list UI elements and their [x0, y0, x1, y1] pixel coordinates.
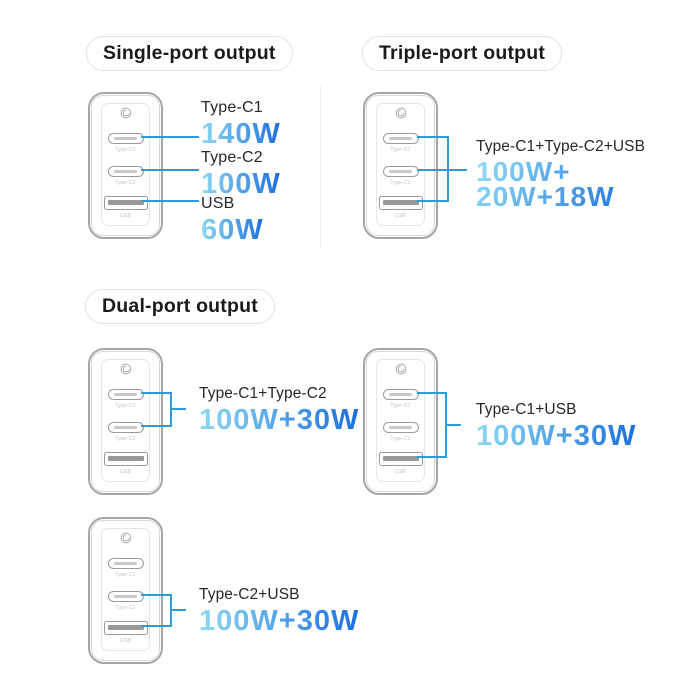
watt-value: 100W+30W — [199, 404, 360, 436]
usb-port-label: USB — [120, 213, 131, 219]
triple-combo-block: Type-C1+Type-C2+USB 100W+ 20W+18W — [476, 138, 645, 209]
connector-line — [417, 169, 467, 171]
type-c2-port-label: Type-C2 — [115, 605, 136, 611]
connector-line — [141, 625, 172, 627]
connector-line — [417, 392, 447, 394]
port-name: Type-C2 — [201, 149, 263, 166]
connector-bracket — [447, 136, 449, 202]
port-name: USB — [201, 195, 235, 212]
charger-rim — [91, 520, 160, 661]
connector-line — [141, 136, 199, 138]
connector-line — [141, 392, 172, 394]
heading-single-port-label: Single-port output — [103, 42, 276, 64]
connector-stub — [170, 408, 186, 410]
combo-name: Type-C1+Type-C2 — [199, 385, 327, 402]
connector-line — [417, 200, 449, 202]
type-c1-port-label: Type-C1 — [115, 147, 136, 153]
heading-single-port: Single-port output — [86, 36, 293, 71]
connector-stub — [445, 424, 461, 426]
section-divider — [320, 86, 321, 248]
type-c1-port-label: Type-C1 — [390, 403, 411, 409]
type-c1-port — [382, 133, 419, 144]
charger-illustration-dual-left: Type-C1 Type-C2 USB — [88, 348, 163, 495]
heading-triple-port-label: Triple-port output — [379, 42, 546, 64]
watt-value: 100W+30W — [476, 420, 637, 452]
charger-port-panel — [376, 359, 425, 482]
usb-port — [103, 452, 148, 466]
type-c2-port — [382, 422, 419, 433]
combo-name: Type-C2+USB — [199, 586, 300, 603]
charger-illustration-triple: Type-C1 Type-C2 USB — [363, 92, 438, 239]
heading-triple-port: Triple-port output — [362, 36, 563, 71]
single-row-c1: Type-C1 140W — [201, 99, 281, 151]
brand-swirl-icon — [120, 532, 131, 544]
type-c1-port — [107, 389, 144, 400]
usb-port — [378, 196, 423, 210]
type-c2-port-label: Type-C2 — [390, 180, 411, 186]
usb-port-label: USB — [395, 213, 406, 219]
brand-swirl-icon — [120, 363, 131, 375]
watt-value: 100W — [201, 168, 281, 200]
type-c2-port — [107, 422, 144, 433]
charger-illustration-dual-bottom: Type-C1 Type-C2 USB — [88, 517, 163, 664]
type-c1-port — [107, 133, 144, 144]
charger-port-panel — [376, 103, 425, 226]
charger-rim — [91, 351, 160, 492]
type-c1-port-label: Type-C1 — [115, 572, 136, 578]
usb-port — [103, 196, 148, 210]
connector-line — [141, 594, 172, 596]
charger-illustration-single: Type-C1 Type-C2 USB — [88, 92, 163, 239]
connector-line — [141, 169, 199, 171]
usb-port-label: USB — [120, 638, 131, 644]
watt-line-2: 20W+18W — [476, 181, 615, 212]
single-row-usb: USB 60W — [201, 195, 264, 247]
connector-stub — [170, 609, 186, 611]
watt-value: 140W — [201, 118, 281, 150]
heading-dual-port-label: Dual-port output — [102, 295, 258, 317]
combo-name: Type-C1+Type-C2+USB — [476, 138, 646, 155]
charger-rim — [366, 95, 435, 236]
charger-port-panel — [101, 528, 150, 651]
type-c2-port-label: Type-C2 — [390, 436, 411, 442]
type-c1-port-label: Type-C1 — [115, 403, 136, 409]
usb-port — [103, 621, 148, 635]
watt-value: 60W — [201, 214, 264, 246]
connector-line — [141, 200, 199, 202]
type-c1-port — [107, 558, 144, 569]
watt-value: 100W+30W — [199, 605, 360, 637]
type-c2-port — [107, 591, 144, 602]
usb-port-label: USB — [395, 469, 406, 475]
dual-bottom-combo-block: Type-C2+USB 100W+30W — [199, 586, 359, 638]
connector-line — [417, 456, 447, 458]
single-row-c2: Type-C2 100W — [201, 149, 281, 201]
charger-port-panel — [101, 359, 150, 482]
charger-port-panel — [101, 103, 150, 226]
brand-swirl-icon — [395, 107, 406, 119]
type-c2-port — [107, 166, 144, 177]
dual-right-combo-block: Type-C1+USB 100W+30W — [476, 401, 636, 453]
charger-rim — [91, 95, 160, 236]
type-c2-port-label: Type-C2 — [115, 180, 136, 186]
brand-swirl-icon — [395, 363, 406, 375]
port-name: Type-C1 — [201, 99, 263, 116]
brand-swirl-icon — [120, 107, 131, 119]
usb-port-label: USB — [120, 469, 131, 475]
usb-port — [378, 452, 423, 466]
watt-value: 100W+ 20W+18W — [476, 159, 645, 209]
charger-illustration-dual-right: Type-C1 Type-C2 USB — [363, 348, 438, 495]
heading-dual-port: Dual-port output — [85, 289, 275, 324]
type-c2-port — [382, 166, 419, 177]
connector-line — [417, 136, 449, 138]
charger-rim — [366, 351, 435, 492]
dual-left-combo-block: Type-C1+Type-C2 100W+30W — [199, 385, 359, 437]
type-c1-port-label: Type-C1 — [390, 147, 411, 153]
combo-name: Type-C1+USB — [476, 401, 577, 418]
type-c1-port — [382, 389, 419, 400]
connector-line — [141, 425, 172, 427]
type-c2-port-label: Type-C2 — [115, 436, 136, 442]
